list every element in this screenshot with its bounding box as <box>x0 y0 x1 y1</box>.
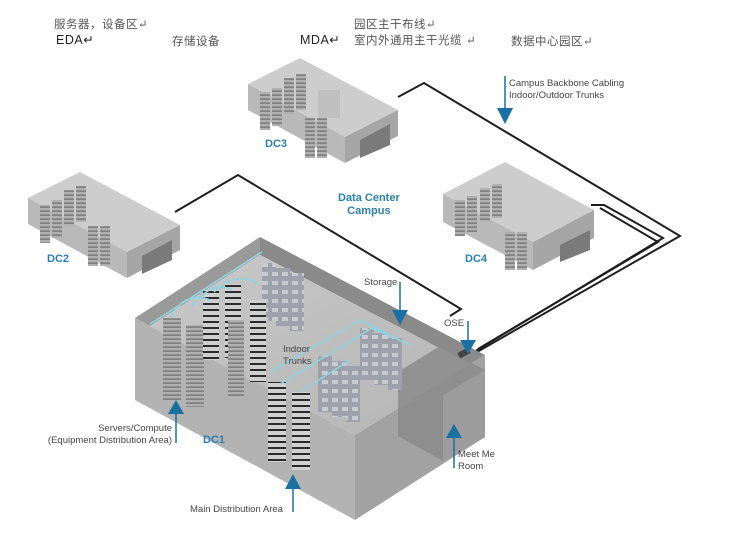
callout-backbone-line1: Campus Backbone Cabling <box>509 78 625 89</box>
callout-arrows <box>168 76 513 512</box>
arrow-servers <box>168 400 184 443</box>
building-dc1 <box>135 237 485 520</box>
callout-backbone: Campus Backbone Cabling Indoor/Outdoor T… <box>509 78 624 102</box>
callout-servers-line1: Servers/Compute <box>98 423 172 434</box>
callout-meet-me-line2: Room <box>458 461 484 472</box>
callout-servers-line2: (Equipment Distribution Area) <box>47 435 172 446</box>
callout-storage: Storage <box>364 277 398 288</box>
dc2-label: DC2 <box>47 253 70 265</box>
campus-title-line1: Data Center <box>338 192 400 204</box>
dc4-label: DC4 <box>465 253 488 265</box>
callout-backbone-line2: Indoor/Outdoor Trunks <box>509 90 605 101</box>
callout-servers: Servers/Compute (Equipment Distribution … <box>40 423 172 447</box>
campus-title-line2: Campus <box>347 205 391 217</box>
annotation-backbone-cn-2: 室内外通用主干光缆 ↵ <box>354 33 477 47</box>
callout-main-distribution-area: Main Distribution Area <box>190 504 283 515</box>
dc1-label: DC1 <box>203 434 226 446</box>
dc3-label: DC3 <box>265 138 288 150</box>
indoor-trunk-lines <box>149 251 411 393</box>
arrow-mda <box>285 474 301 512</box>
building-dc2 <box>28 172 180 278</box>
cable-dc4-b <box>477 207 660 350</box>
annotation-backbone-cn-1: 园区主干布线↵ <box>354 17 437 31</box>
annotation-eda-cn: 服务器，设备区↵ <box>54 17 149 31</box>
annotation-campus-cn: 数据中心园区↵ <box>511 34 594 48</box>
annotation-eda-en: EDA↵ <box>56 33 95 47</box>
callout-indoor-trunks-line1: Indoor <box>283 344 310 355</box>
annotation-mda-en: MDA↵ <box>300 33 341 47</box>
arrow-storage <box>392 282 408 325</box>
campus-title: Data Center Campus <box>338 192 400 218</box>
arrow-backbone <box>497 76 513 124</box>
callout-indoor-trunks: Indoor Trunks <box>283 344 312 368</box>
callout-meet-me-line1: Meet Me <box>458 449 495 460</box>
arrow-ose <box>460 321 476 354</box>
building-dc3 <box>248 58 398 163</box>
campus-backbone-cables <box>174 81 682 357</box>
arrow-meet-me <box>446 424 462 468</box>
callout-meet-me-room: Meet Me Room <box>458 449 495 473</box>
callout-indoor-trunks-line2: Trunks <box>283 356 312 367</box>
callout-ose: OSE <box>444 318 465 329</box>
building-dc4 <box>443 162 594 270</box>
annotation-storage-cn: 存储设备 <box>172 34 220 48</box>
cable-dc2 <box>174 173 463 317</box>
cable-dc3 <box>397 81 682 357</box>
